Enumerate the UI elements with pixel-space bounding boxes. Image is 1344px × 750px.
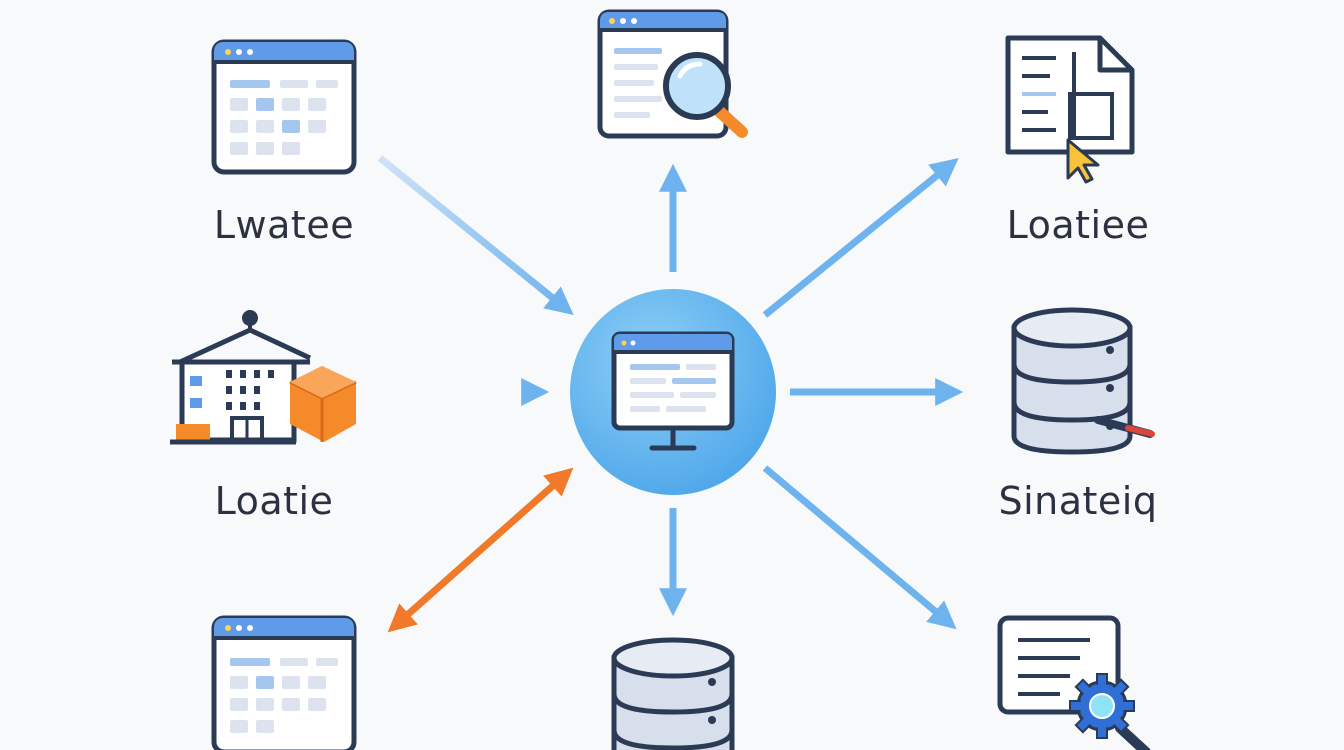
label-top-left: Lwatee [213,203,355,247]
monitor-icon [611,331,735,451]
label-middle-left: Loatie [214,479,334,523]
arrow-hub-to-bottom-right [762,465,957,630]
arrow-hub-to-top-right [762,157,959,318]
magnifier-window-icon [597,9,748,139]
calendar-window-icon [211,39,357,175]
gear-icon [1069,673,1135,739]
document-cursor-icon [1005,35,1135,184]
label-middle-right: Sinateiq [998,479,1158,523]
building-box-icon [170,310,357,445]
database-icon [611,637,735,750]
connector-arrows [377,155,964,633]
arrow-hub-bottom-left-bidirectional [387,467,574,633]
database-icon [1011,307,1155,455]
hub-node [570,289,776,495]
arrow-top-left-to-hub [377,155,574,316]
document-gear-icon [997,615,1151,750]
calendar-window-icon [211,615,357,750]
label-top-right: Loatiee [1006,203,1150,247]
